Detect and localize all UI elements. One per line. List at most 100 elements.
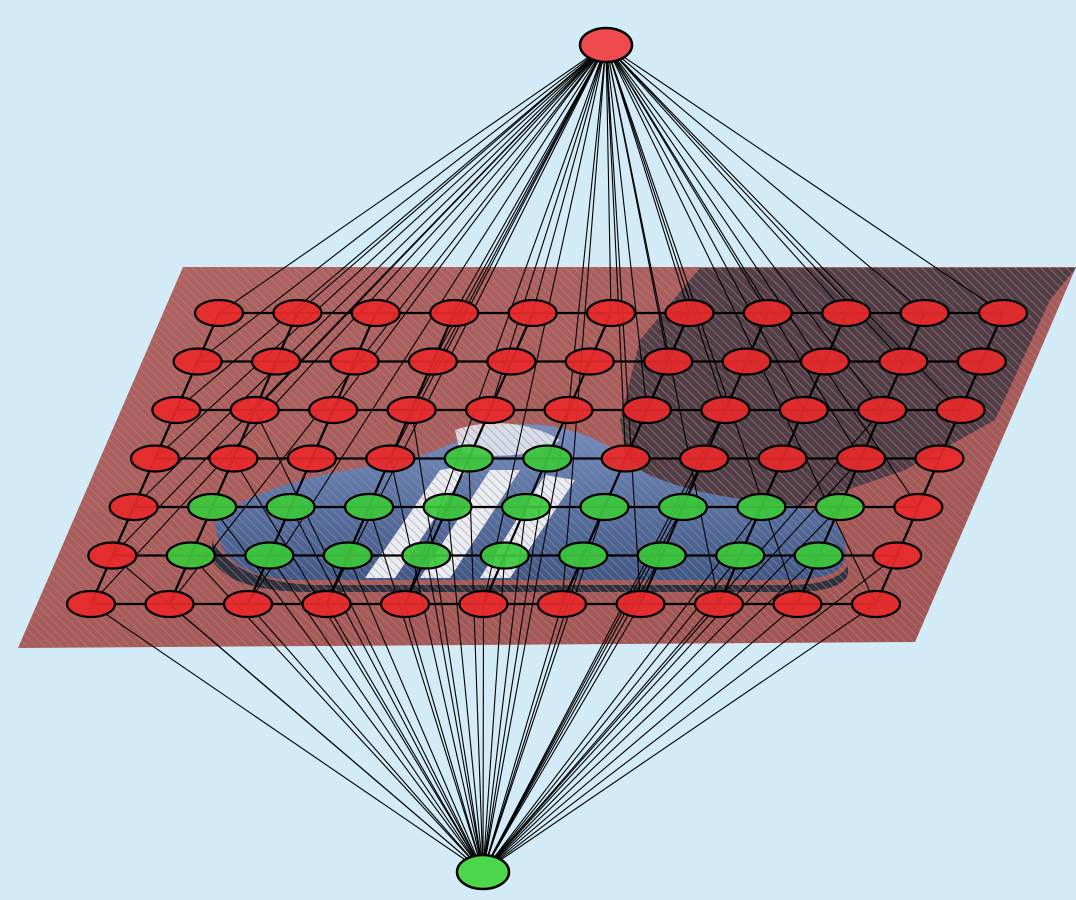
foreground-pixel-node	[479, 541, 530, 570]
background-pixel-node	[172, 347, 223, 376]
foreground-pixel-node	[265, 492, 316, 522]
sink-link	[482, 603, 798, 873]
background-pixel-node	[329, 347, 380, 376]
source-link	[605, 44, 648, 411]
sink-link	[446, 506, 484, 873]
background-pixel-node	[208, 444, 259, 473]
foreground-pixel-node	[793, 541, 844, 570]
background-pixel-node	[286, 444, 337, 473]
source-link	[605, 44, 1004, 314]
source-link	[218, 44, 607, 314]
background-pixel-node	[893, 492, 944, 522]
background-pixel-node	[464, 395, 516, 425]
background-pixel-node	[778, 395, 829, 425]
background-pixel-node	[144, 589, 195, 619]
background-pixel-node	[250, 347, 302, 376]
source-link	[375, 44, 607, 314]
background-pixel-node	[543, 395, 594, 425]
source-link	[197, 44, 607, 362]
foreground-pixel-node	[558, 541, 609, 570]
source-link	[175, 44, 607, 411]
sink-link	[482, 458, 862, 873]
foreground-pixel-node	[579, 492, 630, 522]
background-pixel-node	[914, 444, 965, 473]
sink-link	[482, 409, 570, 873]
background-pixel-node	[564, 347, 615, 376]
foreground-pixel-node	[736, 492, 787, 522]
source-link	[111, 44, 607, 556]
background-pixel-node	[850, 589, 902, 619]
foreground-pixel-node	[814, 492, 865, 522]
sink-terminal-node	[455, 853, 511, 891]
sink-link	[326, 603, 484, 873]
background-pixel-node	[301, 589, 352, 619]
foreground-pixel-node	[522, 444, 573, 473]
sink-link	[232, 458, 484, 873]
pixel-nodes	[65, 298, 1029, 619]
sink-link	[389, 458, 484, 873]
source-link	[297, 44, 607, 314]
background-pixel-node	[679, 444, 730, 473]
source-link	[90, 44, 607, 605]
source-link	[567, 44, 607, 411]
background-pixel-node	[585, 298, 637, 328]
source-link	[605, 44, 919, 508]
background-pixel-node	[379, 589, 431, 619]
sink-link	[411, 409, 484, 873]
foreground-pixel-node	[401, 541, 452, 570]
foreground-pixel-node	[422, 492, 473, 522]
background-pixel-node	[772, 589, 823, 619]
source-link	[605, 44, 612, 314]
background-pixel-node	[308, 395, 359, 425]
background-pixel-node	[664, 298, 715, 328]
background-pixel-node	[65, 589, 117, 619]
sink-link	[347, 555, 484, 873]
sink-link	[290, 506, 484, 873]
background-pixel-node	[835, 444, 887, 473]
sink-link	[425, 555, 484, 873]
source-terminal-node	[578, 26, 634, 64]
sink-link	[482, 458, 705, 873]
source-link	[453, 44, 607, 314]
sink-link	[482, 458, 548, 873]
sink-link	[482, 506, 527, 873]
source-link	[389, 44, 607, 459]
foreground-pixel-node	[636, 541, 687, 570]
background-pixel-node	[458, 589, 509, 619]
foreground-pixel-node	[443, 444, 494, 473]
sink-link	[482, 603, 720, 873]
background-pixel-node	[821, 298, 872, 328]
sink-link	[169, 603, 484, 873]
background-pixel-node	[407, 347, 459, 376]
source-link	[532, 44, 607, 314]
background-pixel-node	[151, 395, 202, 425]
background-pixel-node	[486, 347, 537, 376]
background-pixel-node	[229, 395, 280, 425]
background-pixel-node	[700, 395, 751, 425]
sink-link	[482, 555, 820, 873]
sink-link	[404, 603, 484, 873]
background-pixel-node	[899, 298, 950, 328]
terminal-edges	[90, 44, 1004, 873]
background-pixel-node	[429, 298, 480, 328]
sink-link	[482, 603, 641, 873]
sink-link	[254, 409, 484, 873]
background-pixel-node	[600, 444, 651, 473]
foreground-pixel-node	[322, 541, 373, 570]
source-link	[605, 44, 805, 411]
foreground-pixel-node	[244, 541, 295, 570]
sink-link	[482, 555, 898, 873]
background-pixel-node	[878, 347, 929, 376]
sink-link	[368, 506, 484, 873]
background-pixel-node	[193, 298, 245, 328]
sink-link	[482, 603, 485, 873]
sink-link	[482, 506, 762, 873]
background-pixel-node	[956, 347, 1007, 376]
source-link	[605, 44, 726, 411]
sink-link	[247, 603, 484, 873]
sink-link	[482, 506, 841, 873]
background-pixel-node	[386, 395, 437, 425]
sink-link	[482, 603, 877, 873]
